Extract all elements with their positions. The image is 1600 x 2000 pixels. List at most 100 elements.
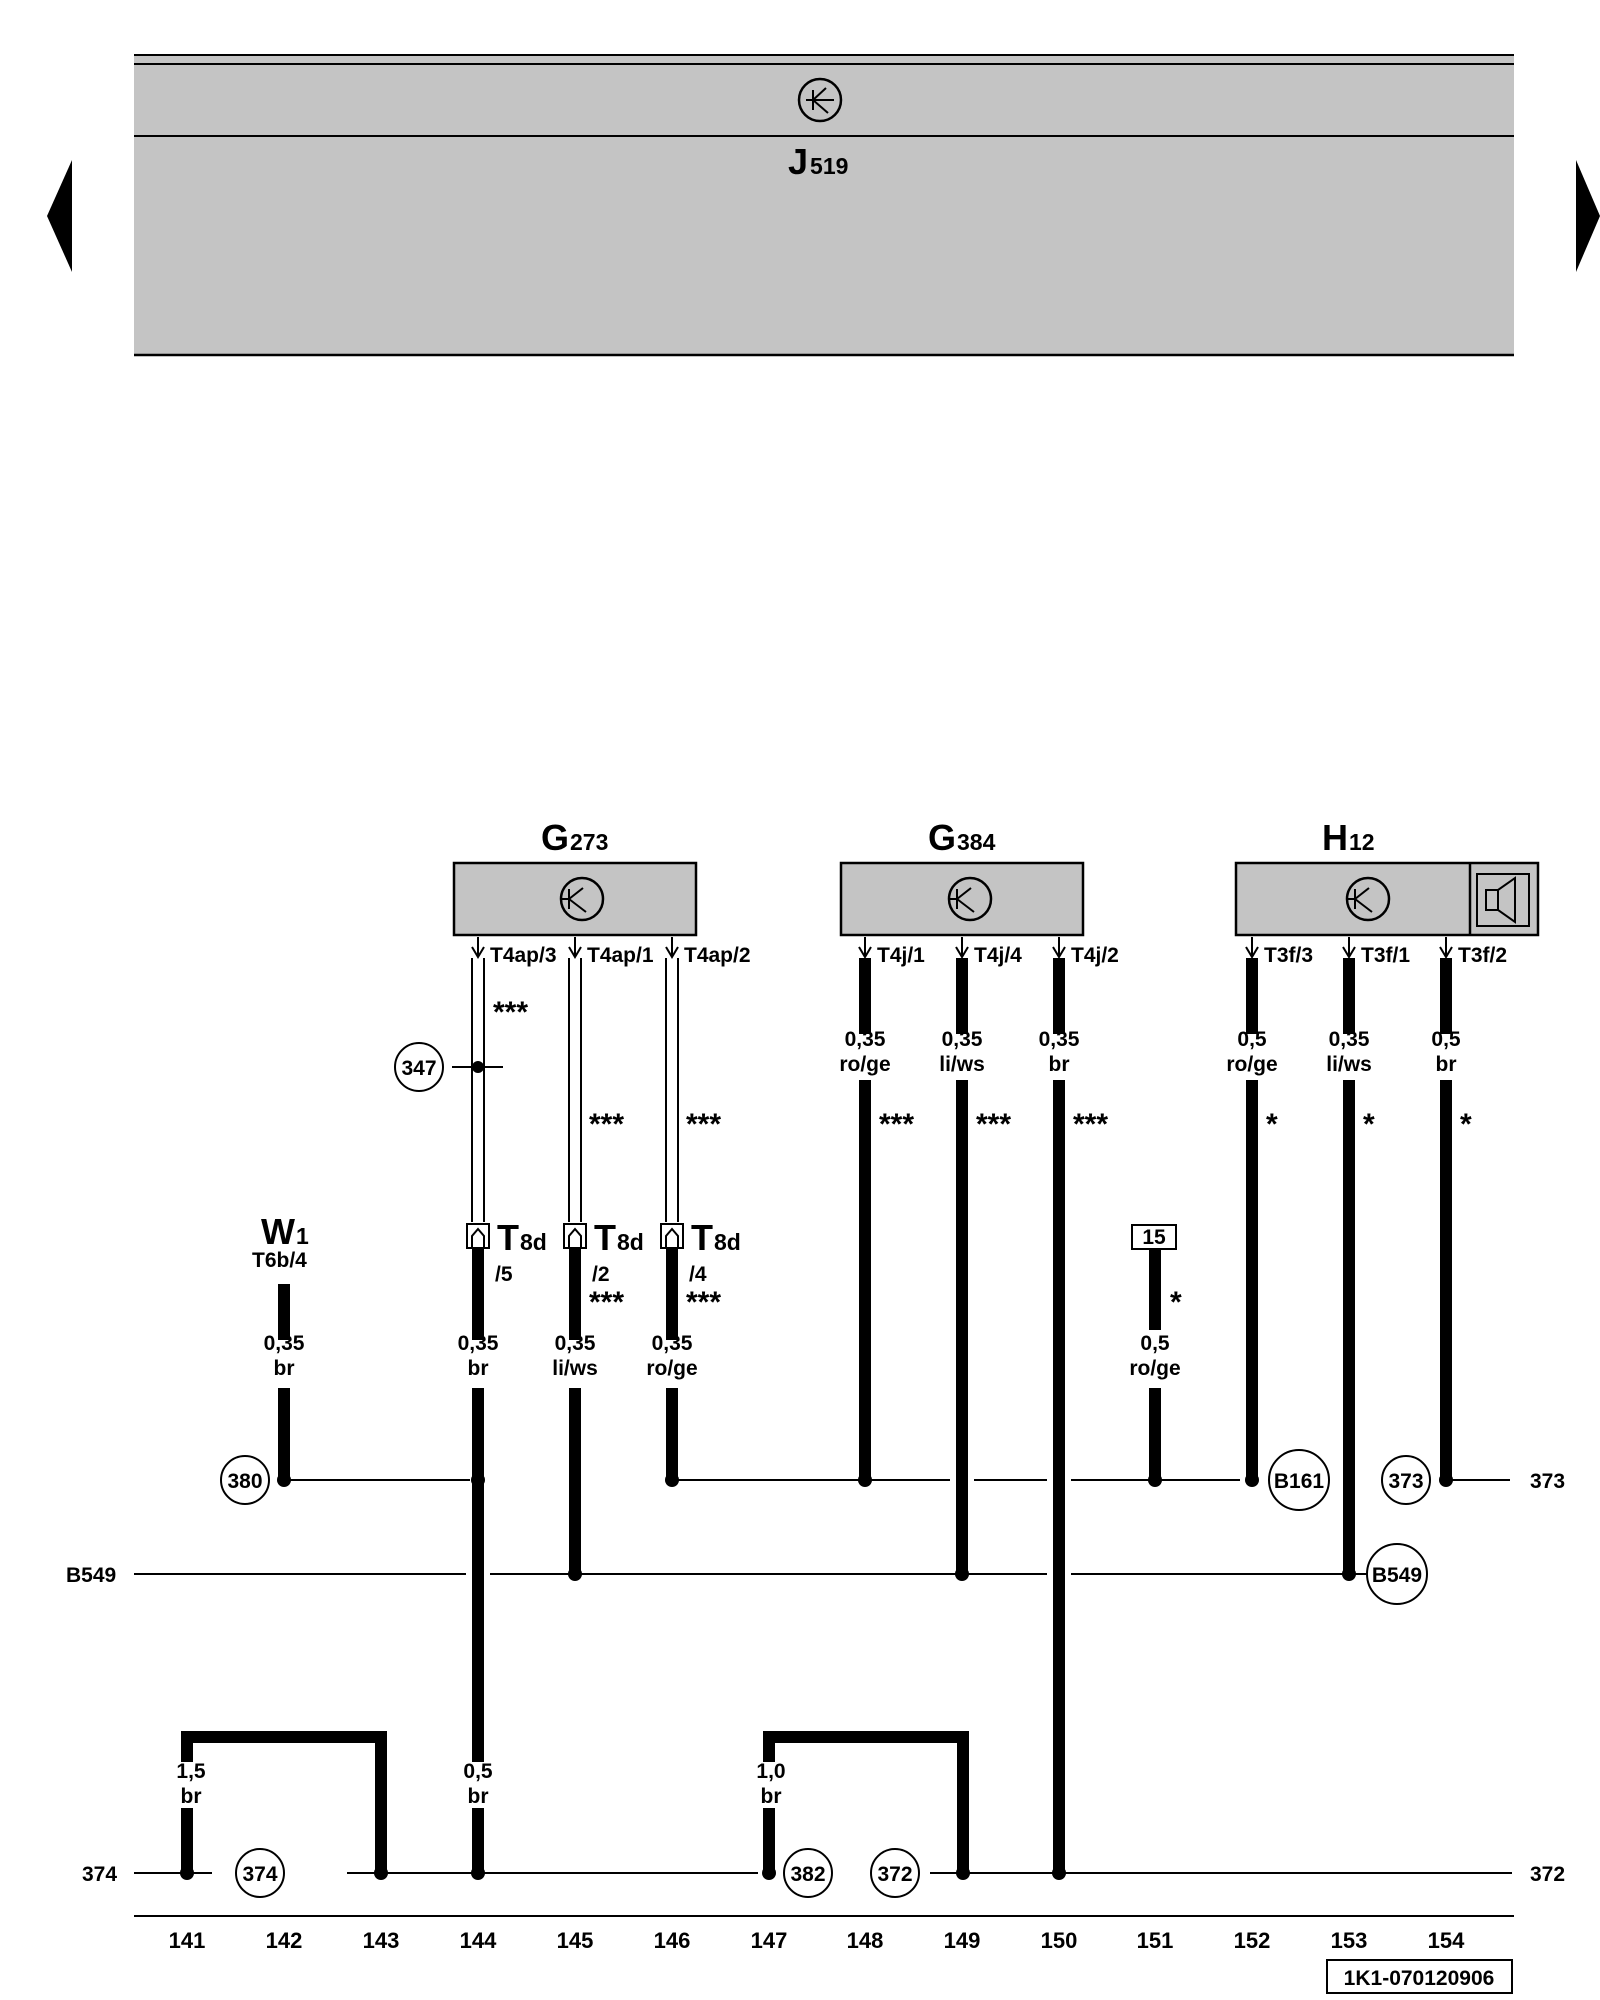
connector-icon: [660, 1223, 684, 1249]
wire-gauge: 0,5: [1237, 1028, 1267, 1051]
wire-gauge: 0,35: [942, 1028, 983, 1051]
column-number: 145: [557, 1928, 594, 1953]
w1-pin: T6b/4: [252, 1249, 307, 1272]
asterisk-note: *: [1266, 1108, 1278, 1141]
asterisk-note: ***: [686, 1286, 721, 1319]
wire-gauge: 0,5: [1431, 1028, 1461, 1051]
wire-color: br: [468, 1785, 489, 1808]
connector-icon: [563, 1223, 587, 1249]
column-number: 152: [1234, 1928, 1271, 1953]
t8d-5-label: T8d: [497, 1217, 547, 1258]
asterisk-note: ***: [879, 1108, 914, 1141]
reference-b161[interactable]: B161: [1268, 1449, 1330, 1511]
connector-icon: [466, 1223, 490, 1249]
electronic-symbol-icon: [1345, 876, 1391, 922]
pin-label: T4ap/1: [587, 944, 654, 967]
wire-gauge: 0,35: [555, 1332, 596, 1355]
wire-color: br: [1049, 1053, 1070, 1076]
j519-label: J519: [788, 141, 848, 182]
wire-gauge: 0,35: [652, 1332, 693, 1355]
wire-gauge: 0,35: [458, 1332, 499, 1355]
wire-color: br: [1436, 1053, 1457, 1076]
speaker-icon: [1468, 863, 1530, 935]
reference-347[interactable]: 347: [394, 1042, 444, 1092]
column-number: 147: [751, 1928, 788, 1953]
wire-color: li/ws: [939, 1053, 985, 1076]
pin-labels: T4ap/3 T4ap/1 T4ap/2 T4j/1 T4j/4 T4j/2 T…: [490, 944, 1507, 967]
column-number: 144: [460, 1928, 497, 1953]
g384-label: G384: [928, 817, 996, 858]
previous-page-arrow-icon[interactable]: [47, 160, 72, 272]
side-label-right-373: 373: [1530, 1470, 1565, 1493]
wire-gauge: 0,35: [845, 1028, 886, 1051]
wire-gauge: 0,5: [1140, 1332, 1170, 1355]
g273-label: G273: [541, 817, 608, 858]
wire-gauge: 0,35: [1039, 1028, 1080, 1051]
reference-372[interactable]: 372: [870, 1848, 920, 1898]
side-label-right-372: 372: [1530, 1863, 1565, 1886]
column-number: 143: [363, 1928, 400, 1953]
reference-b161-text: B161: [1274, 1470, 1325, 1493]
wire-color: li/ws: [552, 1357, 598, 1380]
reference-347-text: 347: [401, 1057, 436, 1080]
wire-color: br: [274, 1357, 295, 1380]
component-g384: G384: [839, 817, 1085, 937]
component-h12: H12: [1234, 817, 1540, 937]
reference-373[interactable]: 373: [1381, 1455, 1431, 1505]
reference-374[interactable]: 374: [235, 1848, 285, 1898]
wire-color: ro/ge: [646, 1357, 697, 1380]
asterisk-note: *: [1170, 1286, 1182, 1319]
drawing-id: 1K1-070120906: [1326, 1959, 1513, 1994]
reference-b549-text: B549: [1372, 1564, 1422, 1587]
column-number: 149: [944, 1928, 981, 1953]
reference-374-text: 374: [242, 1863, 277, 1886]
next-page-arrow-icon[interactable]: [1576, 160, 1600, 272]
junction-dot: [472, 1061, 484, 1073]
pin-label: T4j/2: [1071, 944, 1119, 967]
asterisk-note: ***: [589, 1286, 624, 1319]
pin-label: T3f/2: [1458, 944, 1507, 967]
reference-b549[interactable]: B549: [1366, 1543, 1428, 1605]
reference-382[interactable]: 382: [783, 1848, 833, 1898]
column-number: 150: [1041, 1928, 1078, 1953]
electronic-symbol-icon: [559, 876, 605, 922]
column-number: 142: [266, 1928, 303, 1953]
reference-380-text: 380: [227, 1470, 262, 1493]
pin-label: T3f/3: [1264, 944, 1313, 967]
asterisk-note: ***: [493, 996, 528, 1029]
asterisk-note: *: [1363, 1108, 1375, 1141]
junction-dots: [180, 1473, 1453, 1880]
pin-label: T4ap/2: [684, 944, 751, 967]
wire-labels: 0,35 ro/ge 0,35 li/ws 0,35 br 0,5 ro/ge …: [176, 1028, 1461, 1808]
pin-label: T4ap/3: [490, 944, 557, 967]
reference-372-text: 372: [877, 1863, 912, 1886]
wire-gauge: 1,5: [176, 1760, 206, 1783]
pin-label: T4j/1: [877, 944, 925, 967]
column-number: 153: [1331, 1928, 1368, 1953]
column-numbers: 141 142 143 144 145 146 147 148 149 150 …: [169, 1928, 1465, 1953]
pin-label: T4j/4: [974, 944, 1022, 967]
t8d-4-pin: /4: [689, 1263, 707, 1286]
column-number: 148: [847, 1928, 884, 1953]
wire-gauge: 0,35: [1329, 1028, 1370, 1051]
column-number: 146: [654, 1928, 691, 1953]
wire-gauge: 1,0: [756, 1760, 785, 1783]
w1-label: W1: [261, 1211, 309, 1252]
asterisk-note: ***: [976, 1108, 1011, 1141]
asterisk-note: *: [1460, 1108, 1472, 1141]
wire-gauge: 0,5: [463, 1760, 493, 1783]
terminal-15-text: 15: [1142, 1226, 1166, 1249]
column-number: 141: [169, 1928, 206, 1953]
wire-color: ro/ge: [1226, 1053, 1277, 1076]
column-number: 154: [1428, 1928, 1465, 1953]
t8d-2-pin: /2: [592, 1263, 610, 1286]
bus-lines: [134, 1479, 1514, 1917]
electronic-symbol-icon: [797, 77, 843, 123]
reference-380[interactable]: 380: [220, 1455, 270, 1505]
ground-w1: W1 T6b/4: [252, 1211, 309, 1272]
terminal-15: 15: [1131, 1224, 1177, 1250]
wire-color: ro/ge: [1129, 1357, 1180, 1380]
h12-label: H12: [1322, 817, 1375, 858]
wire-color: br: [761, 1785, 782, 1808]
